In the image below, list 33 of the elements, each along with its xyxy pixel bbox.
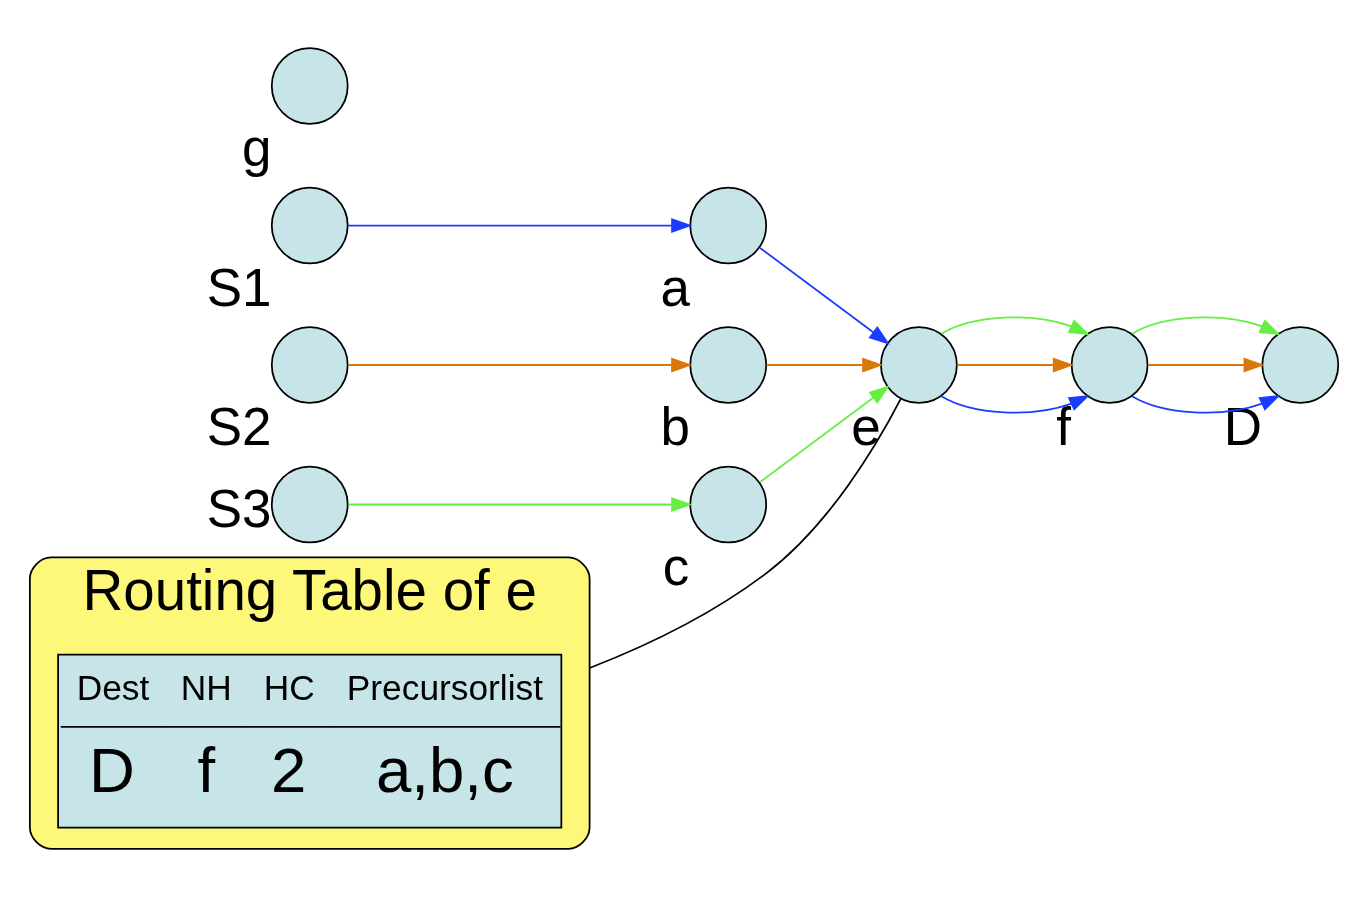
node-label: S1 <box>206 257 272 317</box>
node-label: S2 <box>206 397 272 457</box>
arrow <box>1131 316 1281 336</box>
node-circle <box>270 186 349 265</box>
node-label: b <box>660 397 690 457</box>
node-label: f <box>1056 397 1072 457</box>
connector <box>588 397 902 669</box>
node-circle <box>880 326 958 404</box>
node-circle <box>270 465 349 544</box>
arrow <box>1131 394 1281 414</box>
arrow <box>347 357 693 373</box>
arrow <box>347 218 693 233</box>
node-circle <box>270 326 349 404</box>
node-circle <box>1261 326 1340 404</box>
arrow <box>956 357 1075 373</box>
arrow <box>759 385 890 483</box>
arrow <box>940 316 1090 336</box>
node-label: g <box>242 118 272 178</box>
node-circle <box>689 465 768 544</box>
node-circle <box>689 326 768 404</box>
arrow <box>759 247 890 345</box>
node-label: D <box>1223 397 1263 457</box>
node-label: a <box>660 257 690 317</box>
arrow <box>765 357 884 373</box>
arrow <box>347 497 693 512</box>
node-circle <box>689 186 768 265</box>
node-circle <box>1070 326 1149 404</box>
node-label: S3 <box>206 478 272 538</box>
arrow <box>940 394 1090 414</box>
node-circle <box>270 47 349 125</box>
arrow <box>1147 357 1265 373</box>
node-label: e <box>851 397 881 457</box>
node-label: c <box>662 536 690 596</box>
